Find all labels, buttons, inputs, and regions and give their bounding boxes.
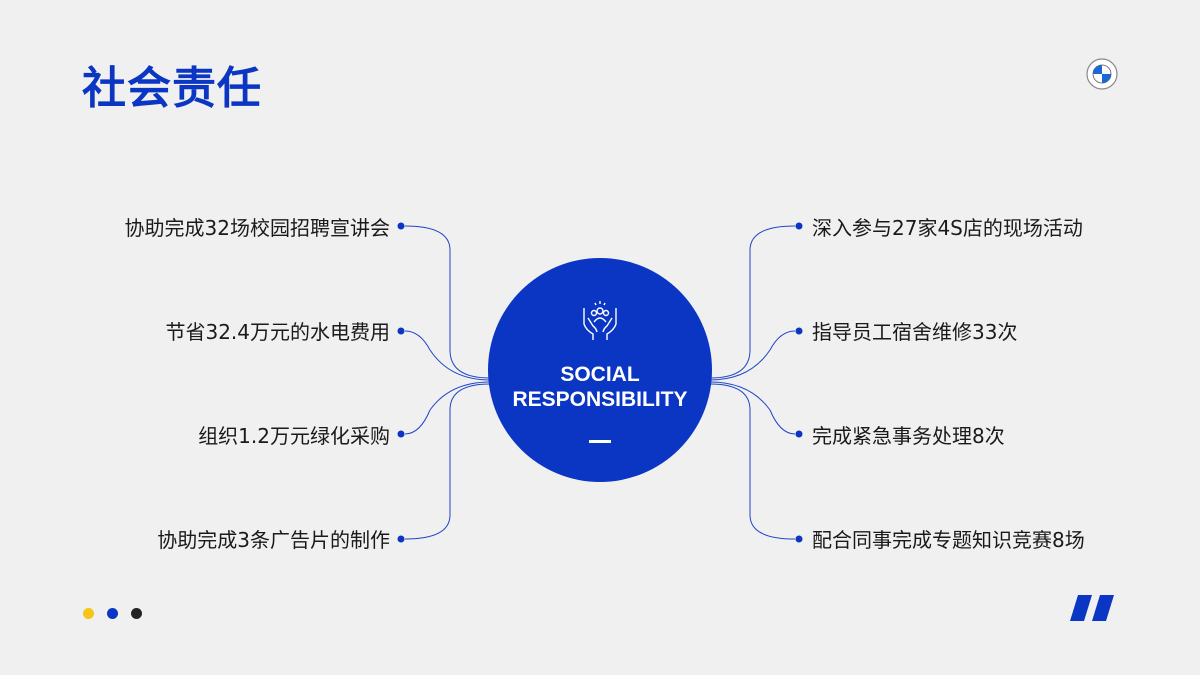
right-item: 深入参与27家4S店的现场活动 — [812, 216, 1083, 240]
center-title-line2: RESPONSIBILITY — [512, 388, 688, 411]
center-circle: SOCIAL RESPONSIBILITY — [488, 258, 712, 482]
right-item: 指导员工宿舍维修33次 — [812, 320, 1018, 344]
dark-dot — [131, 608, 142, 619]
left-item: 协助完成32场校园招聘宣讲会 — [124, 216, 390, 240]
bullet-dot — [795, 327, 803, 335]
left-item: 组织1.2万元绿化采购 — [198, 424, 390, 448]
bullet-dot — [795, 222, 803, 230]
bullet-dot — [795, 430, 803, 438]
center-title-line1: SOCIAL — [560, 363, 640, 386]
yellow-dot — [83, 608, 94, 619]
blue-dot — [107, 608, 118, 619]
bullet-dot — [397, 327, 405, 335]
bmw-logo — [1086, 58, 1118, 90]
center-dash — [589, 440, 611, 443]
left-item: 协助完成3条广告片的制作 — [157, 528, 390, 552]
bullet-dot — [397, 430, 405, 438]
left-item: 节省32.4万元的水电费用 — [165, 320, 390, 344]
bullet-dot — [397, 535, 405, 543]
bullet-dot — [795, 535, 803, 543]
bullet-dot — [397, 222, 405, 230]
quote-mark-icon — [1070, 595, 1114, 621]
right-item: 配合同事完成专题知识竞赛8场 — [812, 528, 1085, 552]
page-title: 社会责任 — [82, 63, 262, 114]
hands-people-icon — [583, 301, 617, 340]
right-item: 完成紧急事务处理8次 — [812, 424, 1005, 448]
